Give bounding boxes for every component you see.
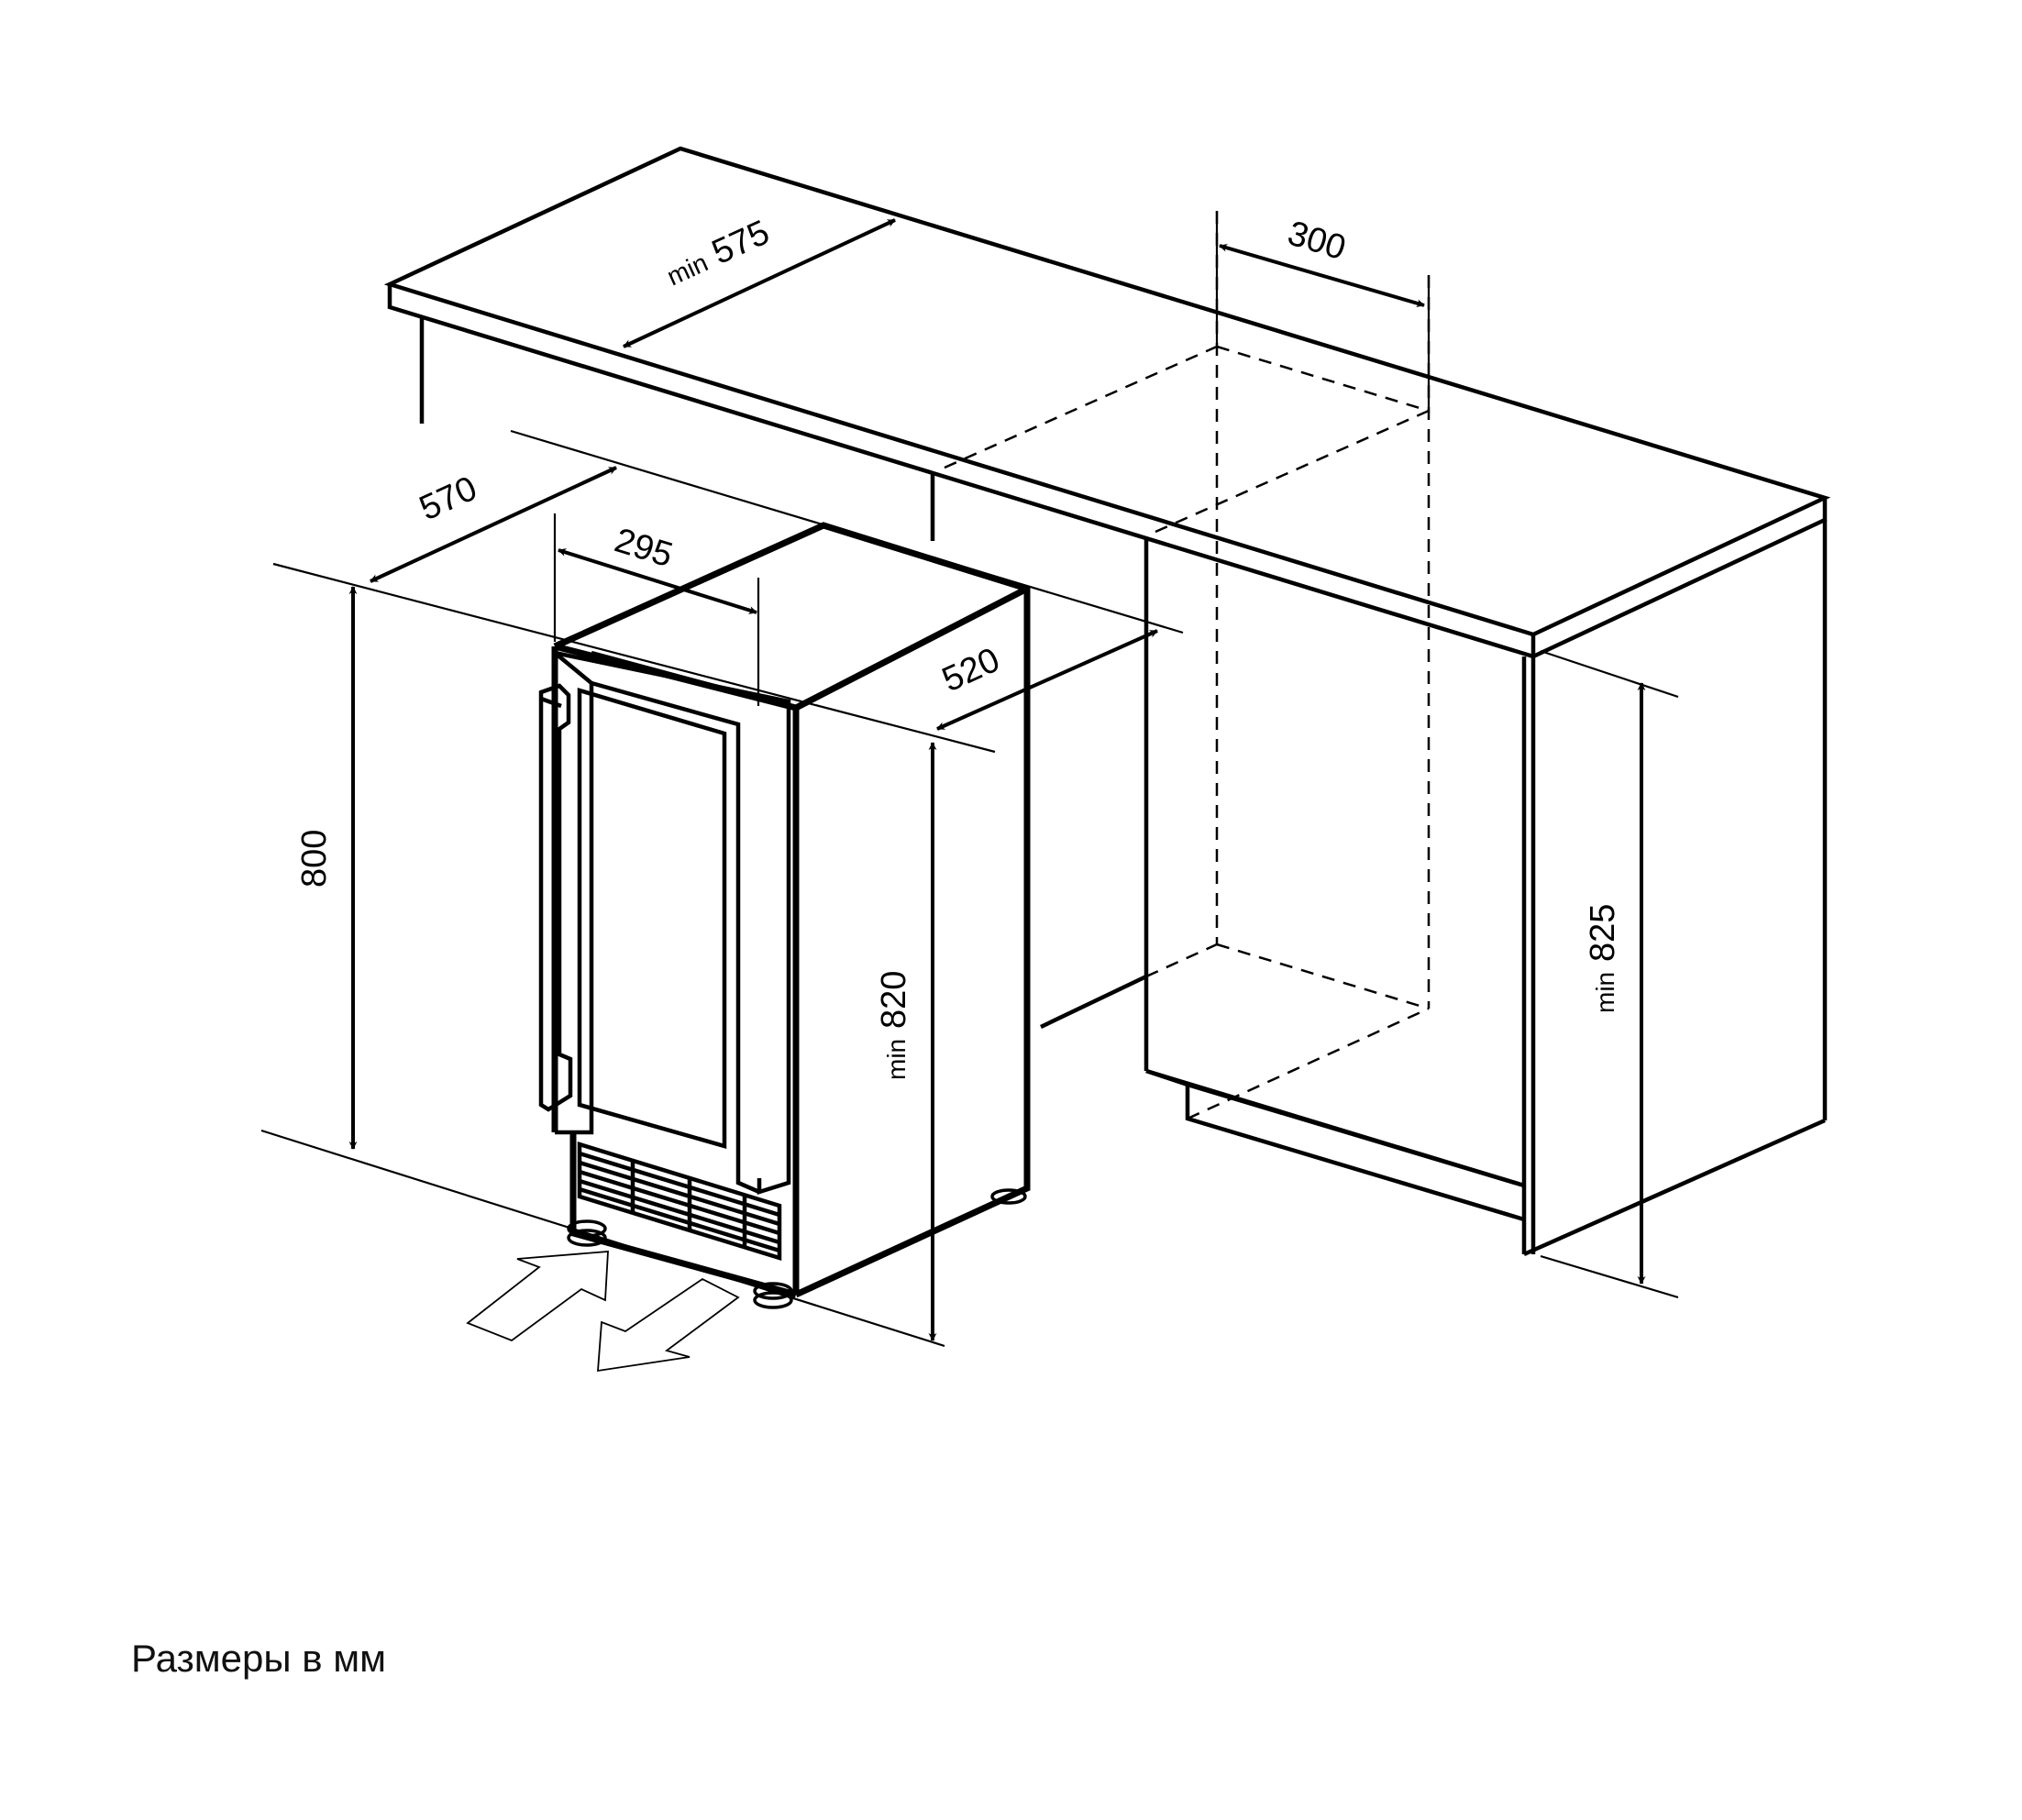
wine-cooler: [538, 522, 1031, 1309]
air-exhaust-arrow: [597, 1277, 740, 1373]
label-height: 800: [295, 830, 334, 888]
door-handle: [538, 683, 573, 1112]
vent-grille: [577, 1141, 782, 1262]
label-body-depth: 520: [936, 641, 1005, 700]
label-counter-height: min 825: [1584, 904, 1622, 1013]
extension-lines: [260, 211, 1679, 1348]
dimension-labels: min 575 300 570 295 520 800 min 820 min …: [295, 213, 1622, 1080]
door: [553, 650, 791, 1196]
label-ventilation-gap: 300: [1283, 214, 1350, 268]
svg-text:575: 575: [706, 213, 775, 272]
svg-text:825: 825: [1584, 904, 1622, 962]
svg-text:min: min: [1591, 972, 1619, 1013]
air-intake-arrow: [466, 1251, 609, 1342]
svg-text:min: min: [882, 1039, 911, 1080]
airflow-arrows: [466, 1251, 740, 1373]
dimension-lines: [348, 218, 1646, 1341]
cabinet: [1040, 520, 1828, 1257]
svg-text:min: min: [663, 248, 713, 292]
label-niche-height: min 820: [875, 971, 913, 1080]
countertop: [383, 146, 1831, 659]
feet: [567, 1188, 1027, 1309]
units-caption: Размеры в мм: [131, 1637, 386, 1680]
label-door-open-depth: 570: [414, 469, 482, 529]
niche-outline: [944, 211, 1431, 1120]
svg-text:820: 820: [875, 971, 913, 1029]
label-countertop-depth: min 575: [663, 213, 776, 292]
label-door-width: 295: [610, 521, 677, 575]
